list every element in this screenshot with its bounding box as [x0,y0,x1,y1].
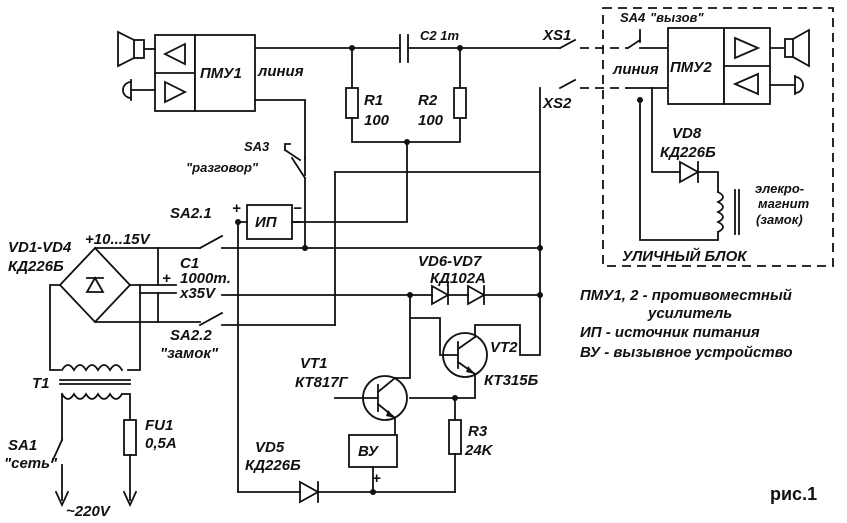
sa3-switch [283,143,307,180]
legend-line: ПМУ1, 2 - противоместный [580,287,792,304]
ip-minus: − [293,200,302,217]
legend-line: ИП - источник питания [580,324,760,341]
magnet-label-1: элекро- [755,181,804,196]
r1-label: R1 [364,92,383,109]
bridge-type: КД226Б [8,258,64,275]
sa22-label: SA2.2 [170,327,212,344]
vu-plus: + [372,470,381,487]
vu-label: ВУ [358,443,380,460]
magnet-label-3: (замок) [756,212,803,227]
fu1-label: FU1 [145,417,173,434]
c1-plus: + [162,270,171,287]
xs2-label: XS2 [542,95,572,112]
vd67-label: VD6-VD7 [418,253,482,270]
c1-value: 1000m. [180,270,231,287]
sa4-label: SA4 [620,10,646,25]
r1-resistor [345,87,359,119]
r3-resistor [448,419,462,455]
mains-label: ~220V [66,503,112,520]
street-block-frame [602,7,834,267]
speaker-icon [117,30,156,68]
vt1-type: КТ817Г [295,374,349,391]
fu1-value: 0,5А [145,435,177,452]
vd5-label: VD5 [255,439,285,456]
transformer-t1 [59,364,131,400]
legend-line: ВУ - вызывное устройство [580,344,793,361]
ip-plus: + [232,200,241,217]
sa22-name: "замок" [160,345,219,362]
voltage-label: +10...15V [85,231,152,248]
sa3-name: "разговор" [186,160,259,175]
r2-value: 100 [418,112,444,129]
pmu1-label: ПМУ1 [200,65,242,82]
r3-label: R3 [468,423,488,440]
fu1-fuse [123,419,137,456]
diode-bridge [58,246,132,324]
r2-resistor [453,87,467,119]
vt2-label: VT2 [490,339,518,356]
c1-label: C1 [180,255,199,272]
xs1-label: XS1 [542,27,571,44]
sa1-name: "сеть" [4,455,58,472]
c1-voltage: x35V [179,285,217,302]
microphone-icon [769,75,804,95]
figure-label: рис.1 [770,484,817,504]
line1-label: линия [257,63,304,80]
r3-value: 24K [464,442,494,459]
legend-line: усилитель [647,305,732,322]
vd5-type: КД226Б [245,457,301,474]
t1-label: T1 [32,375,50,392]
bridge-label: VD1-VD4 [8,239,72,256]
pmu1-amplifier [117,30,256,112]
vt1-label: VT1 [300,355,328,372]
line2-label: линия [612,61,659,78]
sa1-label: SA1 [8,437,37,454]
magnet-label-2: магнит [758,196,810,211]
vd8-label: VD8 [672,125,702,142]
pmu2-label: ПМУ2 [670,59,712,76]
microphone-icon [122,79,156,101]
r1-value: 100 [364,112,390,129]
r2-label: R2 [418,92,438,109]
street-block-label: УЛИЧНЫЙ БЛОК [622,247,748,265]
ip-label: ИП [255,214,278,231]
sa21-label: SA2.1 [170,205,212,222]
sa4-name: "вызов" [650,10,704,25]
legend: ПМУ1, 2 - противоместный усилитель ИП - … [580,287,793,361]
pmu2-amplifier [667,27,810,105]
vt2-type: КТ315Б [484,372,539,389]
sa3-label: SA3 [244,139,270,154]
c2-label: C2 1m [420,28,459,43]
speaker-icon [769,28,810,68]
vu-call-device [348,434,398,468]
vd67-type: КД102А [430,270,486,287]
vd8-type: КД226Б [660,144,716,161]
electromagnet-coil [715,189,740,235]
